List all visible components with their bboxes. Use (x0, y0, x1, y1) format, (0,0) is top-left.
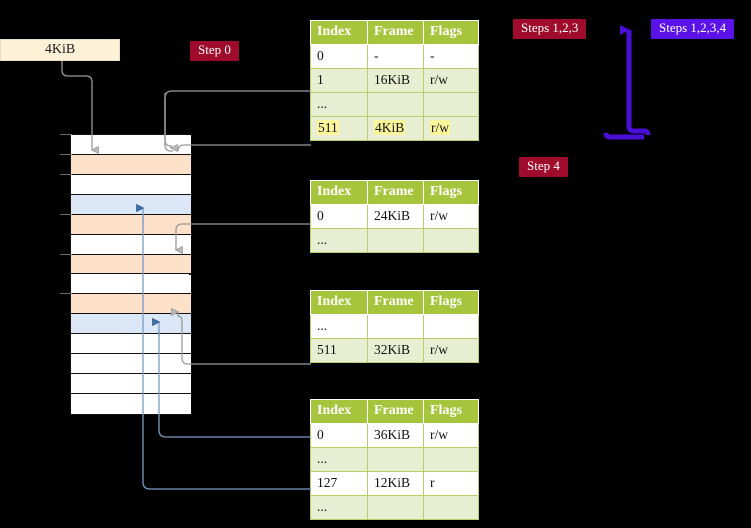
table-cell: 0 (310, 204, 368, 229)
table-cell (423, 92, 479, 117)
table-row: 0-- (310, 44, 479, 69)
table-cell: 0 (310, 423, 368, 448)
table-cell: 511 (310, 338, 368, 363)
memory-frame-row (71, 135, 191, 155)
table-header-frame: Frame (367, 399, 424, 424)
table-cell (423, 228, 479, 253)
highlighted-value: 511 (317, 120, 339, 135)
table-header-flags: Flags (423, 290, 479, 315)
table-cell: r/w (423, 68, 479, 93)
table-cell (367, 228, 424, 253)
table-cell: ... (310, 92, 368, 117)
table-header-frame: Frame (367, 180, 424, 205)
table-cell (367, 92, 424, 117)
memory-grid-tick (60, 173, 72, 175)
table-row: ... (310, 228, 479, 253)
violet-return-arrow (603, 25, 651, 140)
table-cell: - (423, 44, 479, 69)
table-cell: 127 (310, 471, 368, 496)
steps-1234-badge: Steps 1,2,3,4 (651, 19, 735, 39)
steps-123-badge: Steps 1,2,3 (513, 19, 587, 39)
memory-grid-ticks (0, 134, 190, 415)
table-row: 511 4KiB r/w (310, 116, 479, 141)
table-cell: 12KiB (367, 471, 424, 496)
memory-grid-tick (60, 293, 72, 295)
memory-grid-tick (60, 213, 72, 215)
table-cell: 36KiB (367, 423, 424, 448)
table-cell: 4KiB (367, 116, 424, 141)
table-cell (367, 495, 424, 520)
table-cell: 32KiB (367, 338, 424, 363)
table-header-flags: Flags (423, 20, 479, 45)
table-cell (367, 447, 424, 472)
frame-size-label: 4KiB (44, 42, 76, 57)
table-row: ... (310, 92, 479, 117)
table-cell: r/w (423, 116, 479, 141)
table-cell: ... (310, 495, 368, 520)
table-header-frame: Frame (367, 290, 424, 315)
table-cell (423, 495, 479, 520)
table-header-index: Index (310, 20, 368, 45)
table-cell: r/w (423, 338, 479, 363)
memory-frame-row (71, 194, 191, 215)
table-cell: ... (310, 228, 368, 253)
highlighted-value: r/w (430, 120, 450, 135)
table-cell: - (367, 44, 424, 69)
table-cell: 0 (310, 44, 368, 69)
table-cell: 1 (310, 68, 368, 93)
table-cell: ... (310, 447, 368, 472)
table-cell (423, 447, 479, 472)
table-cell: 24KiB (367, 204, 424, 229)
table-cell (367, 314, 424, 339)
table-cell: r/w (423, 423, 479, 448)
table-cell: r (423, 471, 479, 496)
table-row: ... (310, 447, 479, 472)
table-header-index: Index (310, 290, 368, 315)
table-cell (423, 314, 479, 339)
step-4-badge: Step 4 (519, 157, 568, 177)
memory-grid-tick (60, 153, 72, 155)
highlighted-value: 4KiB (374, 120, 406, 135)
memory-frame-row (71, 174, 191, 195)
table-header-frame: Frame (367, 20, 424, 45)
table-row: ... (310, 495, 479, 520)
table-cell: r/w (423, 204, 479, 229)
frame-size-box: 4KiB (0, 39, 120, 61)
table-header-index: Index (310, 399, 368, 424)
connector-table1-row0 (174, 223, 311, 255)
table-cell: 511 (310, 116, 368, 141)
memory-frame-row (71, 154, 191, 175)
table-header-flags: Flags (423, 399, 479, 424)
table-header-flags: Flags (423, 180, 479, 205)
memory-grid-tick (60, 134, 72, 135)
connector-table2-row511 (171, 307, 311, 365)
memory-grid-tick (60, 253, 72, 255)
table-header-index: Index (310, 180, 368, 205)
table-row: ... (310, 314, 479, 339)
step-0-badge: Step 0 (190, 41, 239, 61)
table-cell: 16KiB (367, 68, 424, 93)
table-cell: ... (310, 314, 368, 339)
